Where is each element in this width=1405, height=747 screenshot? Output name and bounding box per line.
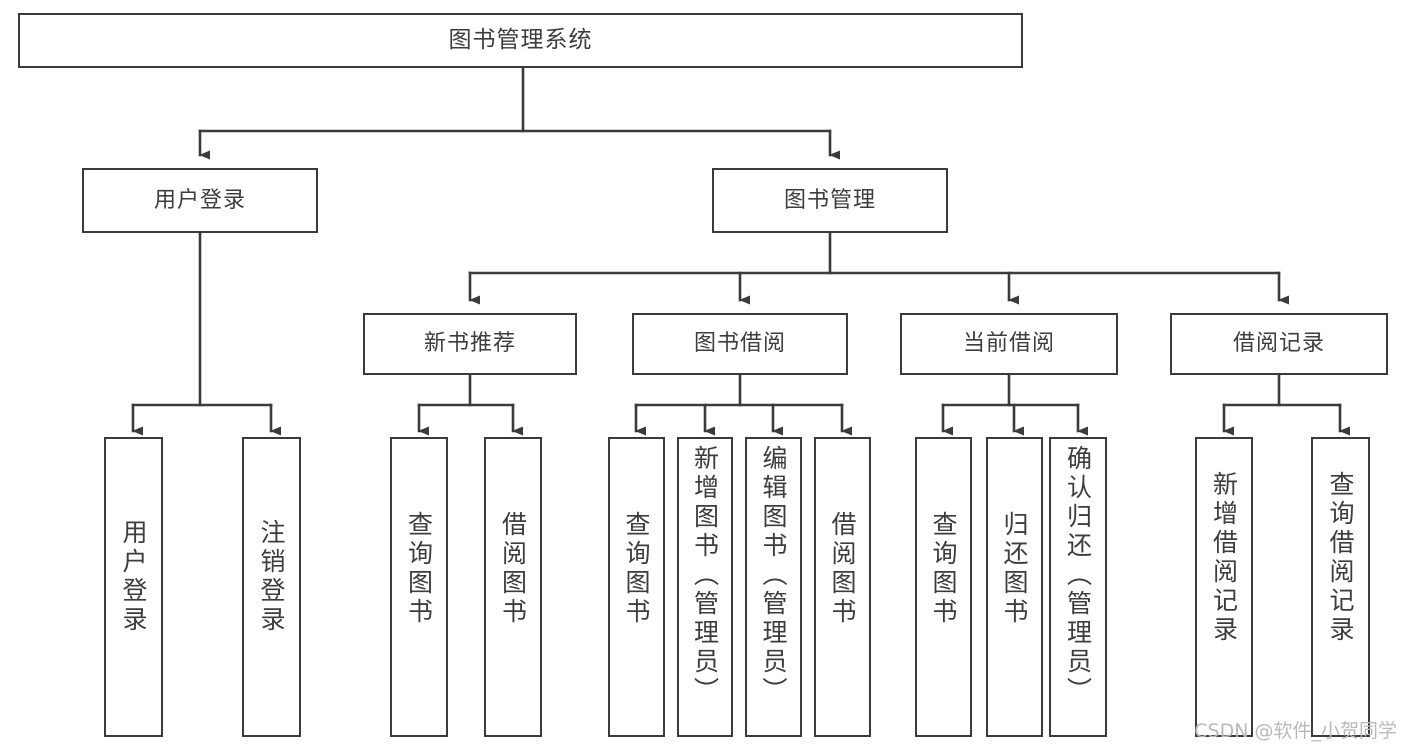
leaf-edit-book-admin[interactable]: 编辑图书（管理员） <box>745 437 802 737</box>
node-label: 用户登录 <box>153 187 246 213</box>
node-label: 编辑图书（管理员） <box>759 445 788 706</box>
node-label: 借阅图书 <box>498 511 528 627</box>
node-label: 图书管理系统 <box>448 26 593 53</box>
node-current-borrow[interactable]: 当前借阅 <box>900 313 1118 375</box>
node-label: 确认归还（管理员） <box>1063 445 1093 706</box>
node-borrow-record[interactable]: 借阅记录 <box>1170 313 1388 375</box>
node-root-system[interactable]: 图书管理系统 <box>18 13 1023 68</box>
node-label: 注销登录 <box>257 519 286 635</box>
node-label: 图书借阅 <box>693 331 786 357</box>
node-label: 当前借阅 <box>962 331 1055 357</box>
node-label: 图书管理 <box>783 187 876 213</box>
leaf-logout-login[interactable]: 注销登录 <box>242 437 301 737</box>
node-label: 查询图书 <box>622 511 651 627</box>
leaf-user-login[interactable]: 用户登录 <box>104 437 163 737</box>
node-label: 借阅记录 <box>1232 331 1325 357</box>
node-label: 归还图书 <box>1000 511 1029 627</box>
csdn-watermark: CSDN @软件_小贺同学 <box>1194 720 1397 742</box>
leaf-return-book[interactable]: 归还图书 <box>986 437 1043 737</box>
node-book-borrow[interactable]: 图书借阅 <box>632 313 848 375</box>
leaf-add-borrow-record[interactable]: 新增借阅记录 <box>1195 437 1253 737</box>
leaf-query-book-rec[interactable]: 查询图书 <box>390 437 448 737</box>
node-user-login[interactable]: 用户登录 <box>82 168 318 233</box>
node-label: 查询图书 <box>404 511 434 627</box>
leaf-add-book-admin[interactable]: 新增图书（管理员） <box>677 437 733 737</box>
node-label: 借阅图书 <box>828 511 857 627</box>
leaf-query-book-borrow[interactable]: 查询图书 <box>608 437 665 737</box>
node-label: 查询图书 <box>929 511 958 627</box>
node-label: 新书推荐 <box>423 331 516 357</box>
leaf-confirm-return-admin[interactable]: 确认归还（管理员） <box>1049 437 1107 737</box>
leaf-query-borrow-record[interactable]: 查询借阅记录 <box>1311 437 1370 737</box>
node-new-book-rec[interactable]: 新书推荐 <box>363 313 577 375</box>
leaf-borrow-book[interactable]: 借阅图书 <box>814 437 871 737</box>
node-label: 新增图书（管理员） <box>690 445 720 706</box>
node-label: 用户登录 <box>119 519 148 635</box>
node-book-manage[interactable]: 图书管理 <box>712 168 948 233</box>
node-label: 查询借阅记录 <box>1326 471 1355 645</box>
leaf-borrow-book-rec[interactable]: 借阅图书 <box>484 437 542 737</box>
leaf-query-book-current[interactable]: 查询图书 <box>915 437 972 737</box>
node-label: 新增借阅记录 <box>1209 471 1239 645</box>
